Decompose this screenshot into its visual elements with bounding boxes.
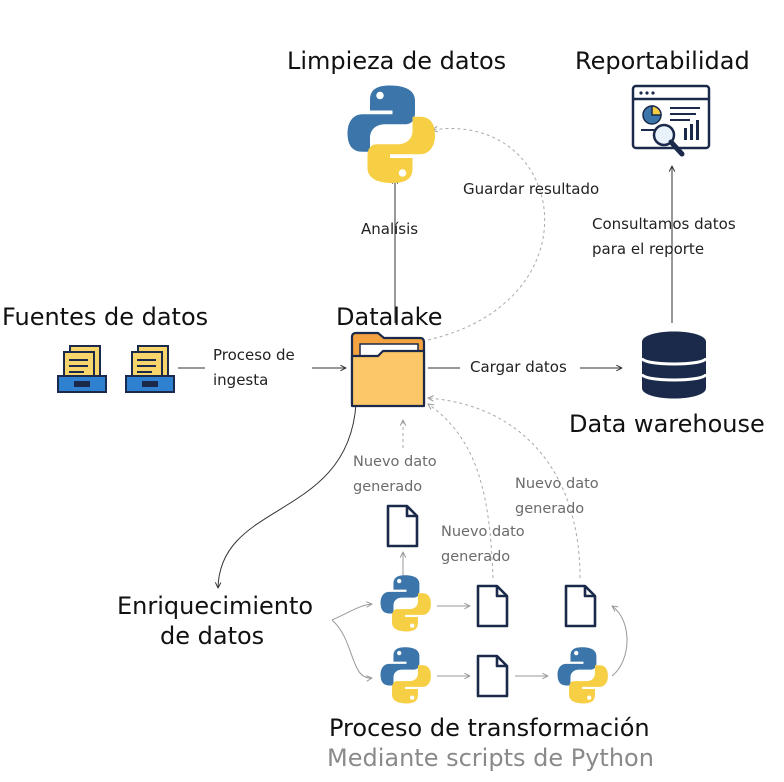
document-icon bbox=[476, 584, 509, 628]
database-icon bbox=[640, 331, 708, 399]
edge-flow-bottom bbox=[331, 619, 372, 678]
node-enriquecimiento-line2: de datos bbox=[160, 622, 265, 650]
edge-nuevo-2-line1: Nuevo dato bbox=[441, 524, 525, 540]
document-icon bbox=[476, 654, 509, 698]
edge-enriquecimiento bbox=[218, 403, 357, 588]
node-proceso-label: Proceso de transformación bbox=[329, 714, 650, 742]
edge-py-doc-loop bbox=[612, 606, 628, 677]
edge-consultamos-line1: Consultamos datos bbox=[592, 215, 736, 233]
edge-nuevo-3-line2: generado bbox=[515, 501, 585, 517]
edge-nuevo-2 bbox=[428, 404, 494, 579]
edge-nuevo-3-line1: Nuevo dato bbox=[515, 476, 599, 492]
edge-nuevo-3 bbox=[428, 398, 581, 579]
edge-analisis-label: Analísis bbox=[361, 220, 419, 238]
edge-ingesta-line1: Proceso de bbox=[213, 346, 295, 364]
node-enriquecimiento-line1: Enriquecimiento bbox=[117, 592, 314, 620]
inbox-tray-icon bbox=[57, 345, 107, 393]
node-mediante-label: Mediante scripts de Python bbox=[327, 744, 654, 772]
edge-nuevo-1-line2: generado bbox=[353, 479, 423, 495]
folder-icon bbox=[350, 331, 426, 408]
node-datalake-label: Datalake bbox=[336, 303, 443, 331]
node-limpieza-label: Limpieza de datos bbox=[287, 47, 507, 75]
edge-nuevo-1-line1: Nuevo dato bbox=[353, 454, 437, 470]
edge-cargar-label: Cargar datos bbox=[470, 358, 567, 376]
node-reportabilidad-label: Reportabilidad bbox=[575, 47, 750, 75]
python-icon bbox=[557, 647, 608, 704]
python-icon bbox=[347, 85, 435, 183]
python-icon bbox=[380, 575, 431, 632]
edge-consultamos-line2: para el reporte bbox=[592, 240, 705, 258]
report-dashboard-icon bbox=[631, 84, 711, 157]
document-icon bbox=[386, 504, 419, 548]
edge-guardar bbox=[427, 129, 546, 341]
edge-flow-top bbox=[331, 604, 372, 621]
node-warehouse-label: Data warehouse bbox=[569, 410, 765, 438]
edge-guardar-label: Guardar resultado bbox=[463, 180, 600, 198]
python-icon bbox=[380, 647, 431, 704]
inbox-tray-icon bbox=[125, 345, 175, 393]
node-fuentes-label: Fuentes de datos bbox=[2, 303, 209, 331]
edge-ingesta-line2: ingesta bbox=[213, 371, 269, 389]
document-icon bbox=[564, 584, 597, 628]
edge-nuevo-2-line2: generado bbox=[441, 549, 511, 565]
